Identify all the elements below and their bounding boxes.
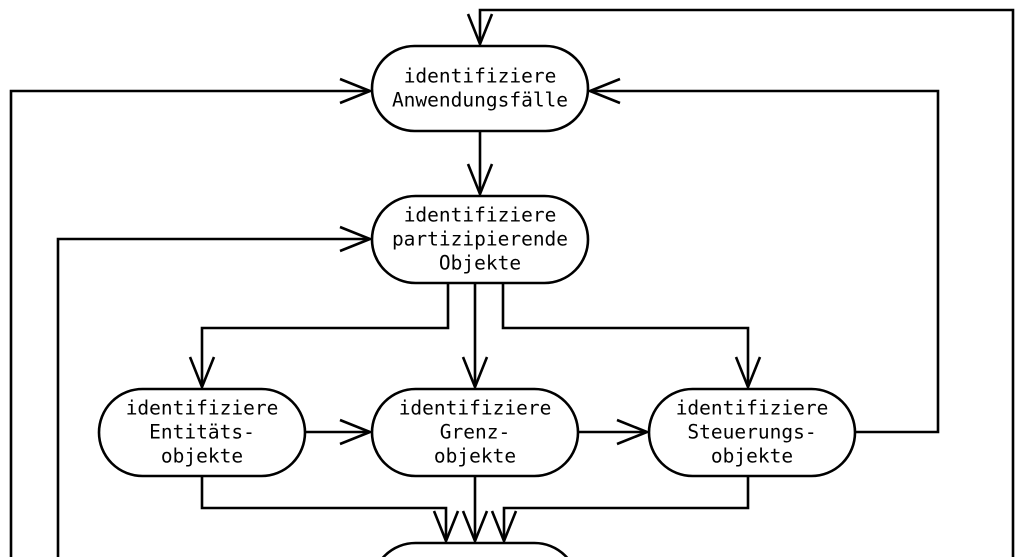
node-layer: identifiziere Anwendungsfälle identifizi… [97,44,857,557]
arrowhead-n3-to-n6 [432,510,460,545]
node-label-n3-line3: objekte [161,445,243,468]
node-label-n2-line1: identifiziere [404,204,557,227]
edge-top-return-to-n1 [478,8,1015,557]
arrowhead-n4-to-n5 [616,418,651,446]
node-shape-n4 [370,387,580,478]
node-shape-n3 [97,387,307,478]
arrowhead-left-into-n2 [339,225,374,253]
node-label-n2-line2: partizipierende [392,228,568,251]
arrowhead-n1-to-n2 [466,163,494,198]
arrowhead-n5-to-n6 [490,510,518,545]
node-label-n3-line2: Entitäts- [149,421,255,444]
arrowhead-n2-to-n5 [734,356,762,391]
edge-n5-to-n6 [502,476,750,541]
arrowhead-n3-to-n4 [339,418,374,446]
node-identifiziere-steuerungsobjekte[interactable]: identifiziere Steuerungs- objekte [647,387,857,478]
edge-n5-to-n1-return [590,89,940,434]
node-shape-n1 [370,44,590,133]
node-label-n5-line2: Steuerungs- [687,421,816,444]
arrowhead-n4-to-n6 [461,510,489,545]
node-identifiziere-anwendungsfaelle[interactable]: identifiziere Anwendungsfälle [370,44,590,133]
node-label-n4-line2: Grenz- [440,421,510,444]
node-label-n1-line1: identifiziere [404,65,557,88]
edge-left-inner-return-to-n2 [56,237,370,557]
node-label-n1-line2: Anwendungsfälle [392,89,568,112]
node-bottom-clipped[interactable] [372,541,578,557]
node-label-n5-line1: identifiziere [676,397,829,420]
node-label-n2-line3: Objekte [439,252,521,275]
node-shape-n6 [381,541,569,557]
node-shape-n2 [370,194,590,285]
arrowhead-top-into-n1 [466,13,494,48]
edge-n2-to-n3 [200,283,450,387]
node-label-n4-line3: objekte [434,445,516,468]
arrowhead-left-into-n1 [339,77,374,105]
node-label-n4-line1: identifiziere [399,397,552,420]
edge-layer [9,8,1015,557]
edge-left-outer-return-to-n1 [9,89,370,557]
edge-n3-to-n6 [200,476,448,541]
arrowhead-n2-to-n3 [188,356,216,391]
node-identifiziere-partizipierende-objekte[interactable]: identifiziere partizipierende Objekte [370,194,590,285]
node-shape-n5 [647,387,857,478]
node-label-n3-line1: identifiziere [126,397,279,420]
node-label-n5-line3: objekte [711,445,793,468]
arrowhead-n2-to-n4 [461,356,489,391]
arrowhead-right-into-n1 [586,77,621,105]
node-identifiziere-grenzobjekte[interactable]: identifiziere Grenz- objekte [370,387,580,478]
node-identifiziere-entitaetsobjekte[interactable]: identifiziere Entitäts- objekte [97,387,307,478]
edge-n2-to-n5 [501,283,750,387]
